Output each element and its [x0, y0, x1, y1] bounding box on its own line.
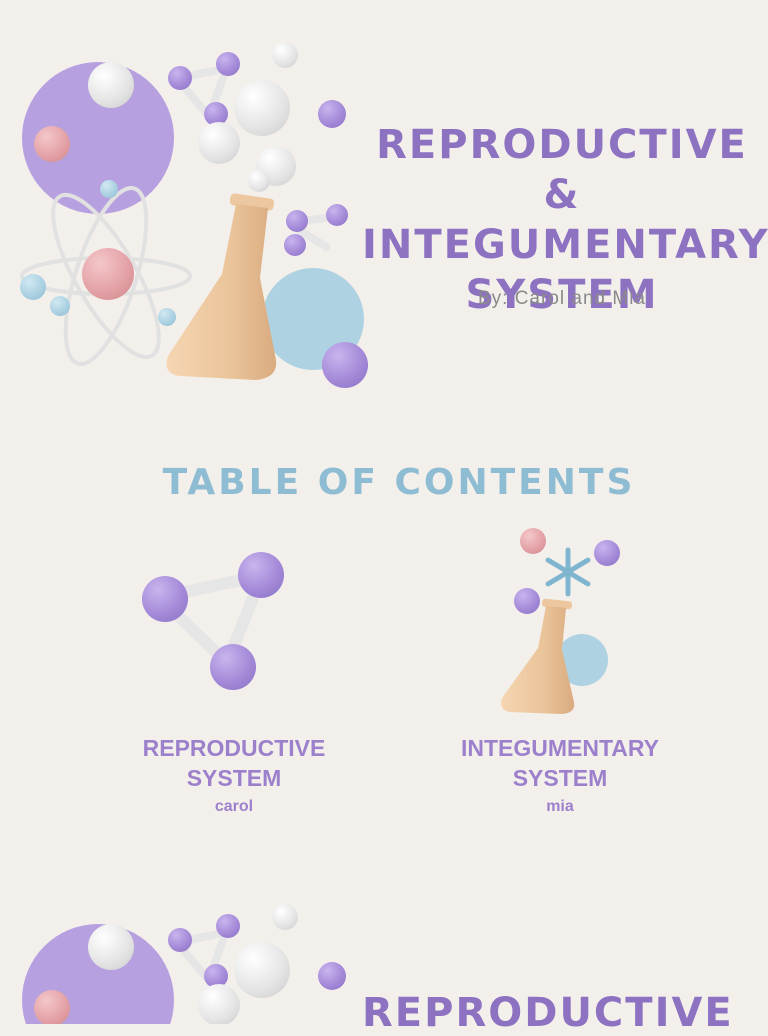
electron-icon	[50, 296, 70, 316]
sphere-icon	[514, 588, 540, 614]
sphere-icon	[594, 540, 620, 566]
molecule-atom-icon	[286, 210, 308, 232]
molecule-atom-icon	[216, 914, 240, 938]
electron-icon	[158, 308, 176, 326]
sphere-icon	[198, 984, 240, 1024]
toc-item-reproductive[interactable]: Reproductive System	[142, 735, 326, 791]
toc-item-integumentary[interactable]: Integumentary System	[460, 735, 660, 791]
author-byline: By: Carol and Mia	[477, 288, 646, 309]
molecule-atom-icon	[210, 644, 256, 690]
page-title: Reproductive & Integumentary System	[362, 122, 768, 318]
flask-icon	[166, 193, 277, 380]
sphere-icon	[248, 170, 270, 192]
sphere-icon	[198, 122, 240, 164]
molecule-icon	[130, 540, 300, 700]
molecule-atom-icon	[216, 52, 240, 76]
sphere-icon	[234, 80, 290, 136]
snowflake-icon	[545, 547, 591, 597]
sphere-icon	[322, 342, 368, 388]
electron-icon	[100, 180, 118, 198]
sphere-icon	[234, 942, 290, 998]
flask-with-snowflake-icon	[490, 522, 630, 722]
sphere-icon	[88, 924, 134, 970]
science-illustration-repeat	[0, 896, 380, 1024]
atom-nucleus-icon	[82, 248, 134, 300]
sphere-icon	[272, 42, 298, 68]
molecule-atom-icon	[326, 204, 348, 226]
sphere-icon	[318, 100, 346, 128]
molecule-atom-icon	[168, 66, 192, 90]
sphere-icon	[272, 904, 298, 930]
sphere-icon	[318, 962, 346, 990]
science-illustration	[0, 30, 380, 400]
sphere-icon	[88, 62, 134, 108]
molecule-atom-icon	[284, 234, 306, 256]
sphere-icon	[34, 990, 70, 1024]
molecule-atom-icon	[168, 928, 192, 952]
next-slide-title: Reproductive	[362, 990, 734, 1036]
molecule-atom-icon	[142, 576, 188, 622]
toc-item-author: mia	[546, 798, 574, 815]
molecule-atom-icon	[238, 552, 284, 598]
toc-heading: TABLE OF CONTENTS	[162, 462, 636, 503]
sphere-icon	[520, 528, 546, 554]
toc-item-author: carol	[214, 798, 254, 815]
electron-icon	[20, 274, 46, 300]
sphere-icon	[34, 126, 70, 162]
flask-icon	[501, 598, 575, 714]
